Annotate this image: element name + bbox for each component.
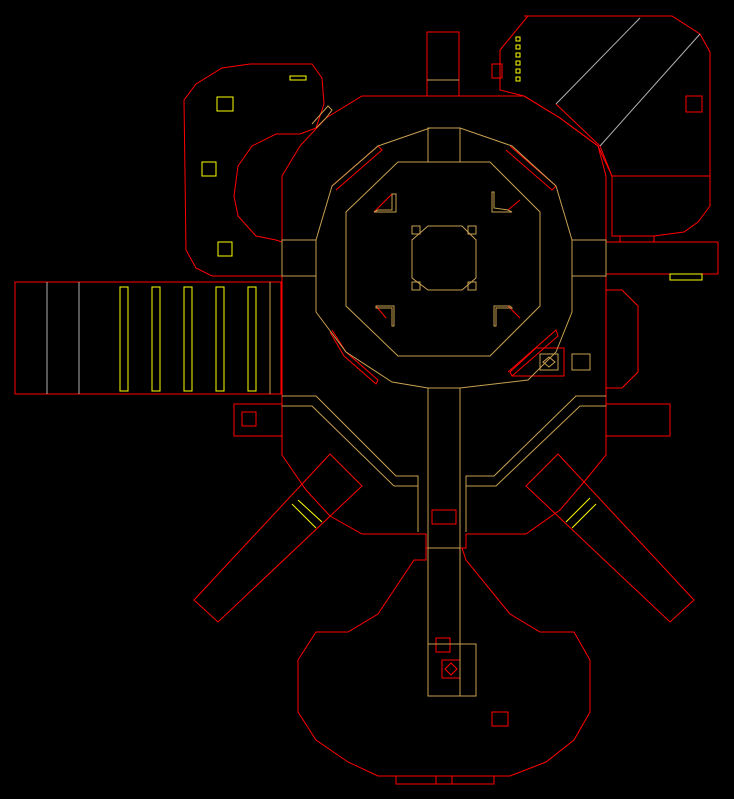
south-east-arm xyxy=(525,453,695,623)
notch-ne xyxy=(491,191,513,213)
se-marker-diamond xyxy=(542,356,556,368)
ne-box xyxy=(685,95,703,113)
inner-ring-east-gate xyxy=(571,239,607,277)
east-corridor-lower xyxy=(605,403,671,437)
west-alcove-box xyxy=(241,411,257,427)
notch-se xyxy=(493,305,514,327)
center-marker-nw xyxy=(411,225,421,235)
south-chamber-platform xyxy=(427,643,477,697)
notch-sw xyxy=(375,305,395,327)
notch-nw-red xyxy=(373,193,393,213)
south-chamber-stem xyxy=(427,547,461,697)
ne-door xyxy=(491,63,503,79)
ring-corner-nw xyxy=(331,145,383,191)
ne-switch-0 xyxy=(515,36,521,42)
south-east-inner xyxy=(465,395,606,532)
se-arm-gate-1 xyxy=(571,503,597,529)
south-stem-switch xyxy=(431,509,457,525)
notch-ne-red xyxy=(507,199,521,211)
center-marker-se xyxy=(467,281,477,291)
south-west-inner xyxy=(282,395,419,532)
center-marker-ne xyxy=(467,225,477,235)
center-marker-sw xyxy=(411,281,421,291)
se-marker-box-2 xyxy=(571,353,591,371)
nw-box-1 xyxy=(216,96,234,112)
west-bar-0 xyxy=(119,286,129,392)
ne-room-south-ledge xyxy=(619,235,655,243)
north-east-room xyxy=(499,15,711,237)
inner-ring-west-gate xyxy=(281,239,317,277)
west-bar-1 xyxy=(151,286,161,392)
ne-switch-3 xyxy=(515,60,521,66)
notch-nw xyxy=(373,193,397,213)
west-bar-3 xyxy=(215,286,225,392)
sw-arm-gate-1 xyxy=(291,503,317,529)
ring-corner-se xyxy=(507,329,559,377)
ne-switch-2 xyxy=(515,52,521,58)
ne-switch-4 xyxy=(515,68,521,74)
outer-ring-wall xyxy=(281,95,607,549)
south-box-3 xyxy=(491,711,509,727)
ne-room-diag xyxy=(555,17,641,105)
south-diamond xyxy=(444,662,458,676)
east-switch xyxy=(669,273,703,281)
south-east-inner-2 xyxy=(466,405,606,487)
ne-room-diag-2 xyxy=(599,33,701,147)
south-box-1 xyxy=(435,637,451,653)
inner-ring-north-gate xyxy=(427,127,461,163)
south-west-arm xyxy=(193,453,363,623)
center-pillar xyxy=(411,225,477,291)
north-west-room xyxy=(183,63,325,277)
map-steps xyxy=(46,17,701,697)
ne-switch-5 xyxy=(515,76,521,82)
nw-room-link xyxy=(311,105,333,129)
north-door xyxy=(426,31,460,97)
east-side-room xyxy=(605,289,639,389)
se-marker-room xyxy=(509,347,565,377)
west-bar-4 xyxy=(247,286,257,392)
ne-room-inner xyxy=(555,103,710,177)
west-corridor xyxy=(14,281,282,395)
nw-box-2 xyxy=(201,161,217,177)
ne-switch-1 xyxy=(515,44,521,50)
ring-corner-ne xyxy=(505,145,557,191)
south-west-inner-2 xyxy=(282,405,418,487)
south-chamber xyxy=(297,547,591,785)
sw-arm-gate-2 xyxy=(297,499,323,523)
map-triggers xyxy=(119,36,703,529)
se-marker-box xyxy=(539,353,559,371)
west-alcove xyxy=(233,403,283,437)
inner-ring-octagon xyxy=(345,161,541,357)
west-bar-2 xyxy=(183,286,193,392)
map-walls xyxy=(14,15,719,785)
south-exit xyxy=(395,775,495,785)
east-corridor xyxy=(605,241,719,275)
se-arm-gate-2 xyxy=(565,497,591,523)
nw-switch xyxy=(289,75,307,81)
nw-box-3 xyxy=(217,241,233,257)
